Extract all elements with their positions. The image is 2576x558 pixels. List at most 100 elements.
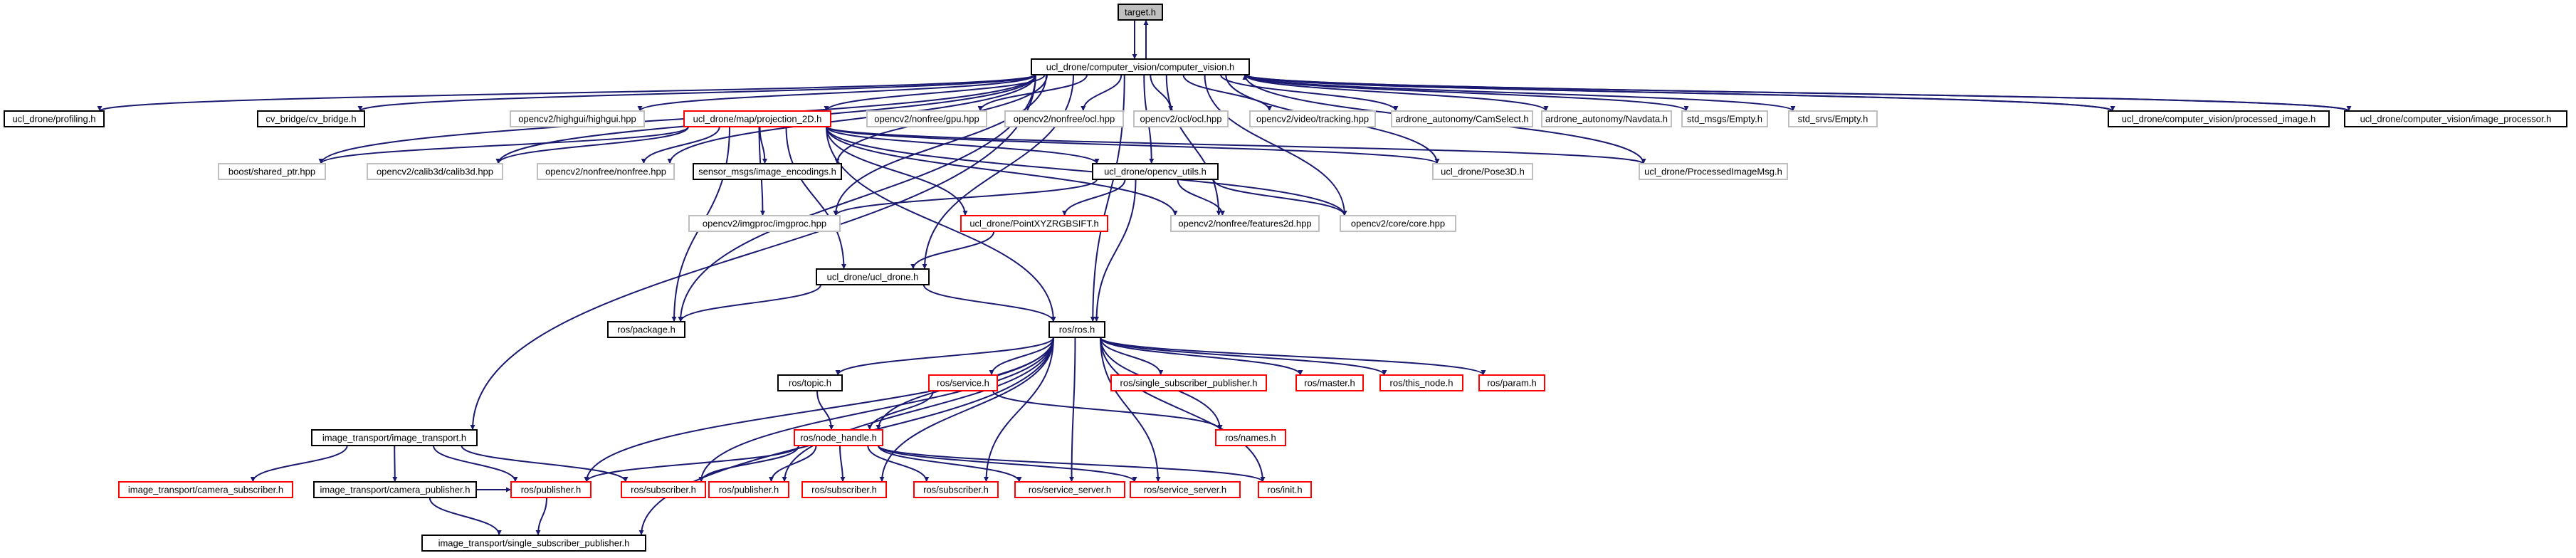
node-pub_a-label: ros/publisher.h	[521, 485, 582, 495]
node-camselect-box	[1391, 110, 1533, 127]
node-service[interactable]: ros/service.h	[928, 374, 998, 391]
node-nodehandle-box	[794, 429, 883, 446]
node-nodehandle[interactable]: ros/node_handle.h	[794, 429, 883, 446]
node-pub_b-label: ros/publisher.h	[719, 485, 779, 495]
node-camselect[interactable]: ardrone_autonomy/CamSelect.h	[1391, 110, 1533, 127]
node-param[interactable]: ros/param.h	[1478, 374, 1545, 391]
node-ocl[interactable]: opencv2/ocl/ocl.hpp	[1133, 110, 1229, 127]
edge-ros-to-srvserver_b	[1100, 337, 1161, 483]
node-sub_c[interactable]: ros/subscriber.h	[913, 481, 999, 498]
node-imgproc-box	[688, 215, 841, 232]
node-improc[interactable]: ucl_drone/computer_vision/image_processo…	[2344, 110, 2567, 127]
node-calib3d[interactable]: opencv2/calib3d/calib3d.hpp	[367, 163, 503, 180]
node-topic[interactable]: ros/topic.h	[777, 374, 843, 391]
node-srvserver_b-box	[1130, 481, 1241, 498]
node-master-label: ros/master.h	[1304, 378, 1355, 389]
edge-ocvutils-to-core	[1213, 179, 1347, 216]
node-proj2d[interactable]: ucl_drone/map/projection_2D.h	[683, 110, 831, 127]
node-empty_srv[interactable]: std_srvs/Empty.h	[1788, 110, 1878, 127]
node-procmsg[interactable]: ucl_drone/ProcessedImageMsg.h	[1639, 163, 1788, 180]
edge-it-to-sub_a	[461, 445, 629, 483]
node-pub_b[interactable]: ros/publisher.h	[708, 481, 789, 498]
node-ros[interactable]: ros/ros.h	[1048, 321, 1105, 338]
node-thisnode[interactable]: ros/this_node.h	[1379, 374, 1463, 391]
edge-ros-to-pub_a	[584, 337, 1054, 483]
node-srvserver_b[interactable]: ros/service_server.h	[1130, 481, 1241, 498]
node-sub_b-label: ros/subscriber.h	[811, 485, 877, 495]
edge-nodehandle-to-srvserver_b	[878, 445, 1137, 483]
node-procimg[interactable]: ucl_drone/computer_vision/processed_imag…	[2108, 110, 2330, 127]
node-cv-box	[1031, 58, 1250, 75]
node-sub_a-label: ros/subscriber.h	[631, 485, 696, 495]
node-pub_a-box	[510, 481, 592, 498]
node-it[interactable]: image_transport/image_transport.h	[311, 429, 478, 446]
node-cvbridge[interactable]: cv_bridge/cv_bridge.h	[257, 110, 365, 127]
edge-nodehandle-to-pub_a	[584, 445, 799, 483]
edge-cv-to-sharedptr	[318, 74, 1036, 164]
node-pointxyz[interactable]: ucl_drone/PointXYZRGBSIFT.h	[960, 215, 1108, 232]
edge-cv-to-navdata	[1244, 74, 1549, 112]
edge-proj2d-to-calib3d	[495, 126, 689, 164]
edge-pub_a-to-ssp_it	[535, 497, 547, 536]
node-sensorenc[interactable]: sensor_msgs/image_encodings.h	[693, 163, 842, 180]
edge-ros-to-topic	[835, 337, 1054, 376]
node-layer: target.h ucl_drone/computer_vision/comput…	[4, 4, 2567, 552]
node-master[interactable]: ros/master.h	[1295, 374, 1364, 391]
node-service-box	[928, 374, 998, 391]
node-imgproc-label: opencv2/imgproc/imgproc.hpp	[703, 219, 826, 229]
node-nonfreeocl[interactable]: opencv2/nonfree/ocl.hpp	[1004, 110, 1124, 127]
node-pose3d[interactable]: ucl_drone/Pose3D.h	[1432, 163, 1533, 180]
edge-cv-to-core	[1204, 74, 1347, 216]
node-highgui[interactable]: opencv2/highgui/highgui.hpp	[510, 110, 645, 127]
node-sub_a[interactable]: ros/subscriber.h	[621, 481, 706, 498]
node-features2d-box	[1170, 215, 1320, 232]
edge-it-to-pub_a	[433, 445, 518, 483]
edge-cv-to-nonfreeocl	[1081, 74, 1123, 112]
node-camsub[interactable]: image_transport/camera_subscriber.h	[118, 481, 293, 498]
node-srvserver_b-label: ros/service_server.h	[1144, 485, 1226, 495]
node-ucldrone[interactable]: ucl_drone/ucl_drone.h	[816, 268, 930, 285]
node-ssp_it[interactable]: image_transport/single_subscriber_publis…	[421, 535, 646, 552]
edge-cv-to-proj2d	[824, 74, 1046, 112]
edge-cv-to-empty_srv	[1244, 74, 1796, 112]
edge-proj2d-to-ucldrone	[785, 126, 846, 270]
node-target[interactable]: target.h	[1118, 4, 1163, 21]
node-imgproc[interactable]: opencv2/imgproc/imgproc.hpp	[688, 215, 841, 232]
node-ssp_ros[interactable]: ros/single_subscriber_publisher.h	[1110, 374, 1267, 391]
edge-cv-to-highgui	[637, 74, 1036, 112]
node-features2d[interactable]: opencv2/nonfree/features2d.hpp	[1170, 215, 1320, 232]
node-ssp_ros-label: ros/single_subscriber_publisher.h	[1120, 378, 1258, 389]
node-campub-box	[313, 481, 477, 498]
node-nonfree[interactable]: opencv2/nonfree/nonfree.hpp	[537, 163, 675, 180]
node-campub-label: image_transport/camera_publisher.h	[320, 485, 470, 495]
node-names[interactable]: ros/names.h	[1215, 429, 1286, 446]
node-campub[interactable]: image_transport/camera_publisher.h	[313, 481, 477, 498]
node-names-label: ros/names.h	[1225, 433, 1276, 443]
node-navdata[interactable]: ardrone_autonomy/Navdata.h	[1541, 110, 1672, 127]
node-srvserver_a-label: ros/service_server.h	[1029, 485, 1111, 495]
node-sub_b-box	[801, 481, 887, 498]
node-srvserver_a[interactable]: ros/service_server.h	[1014, 481, 1125, 498]
node-proj2d-box	[683, 110, 831, 127]
node-sensorenc-box	[693, 163, 842, 180]
node-empty_msg[interactable]: std_msgs/Empty.h	[1681, 110, 1768, 127]
node-empty_srv-label: std_srvs/Empty.h	[1798, 114, 1868, 125]
edge-service-to-names	[992, 390, 1223, 431]
edge-proj2d-to-ocvutils	[826, 126, 1100, 164]
node-cvbridge-box	[257, 110, 365, 127]
node-param-box	[1478, 374, 1545, 391]
node-service-label: ros/service.h	[937, 378, 989, 389]
node-tracking[interactable]: opencv2/video/tracking.hpp	[1249, 110, 1376, 127]
node-features2d-label: opencv2/nonfree/features2d.hpp	[1178, 219, 1311, 229]
node-init[interactable]: ros/init.h	[1258, 481, 1312, 498]
node-gpu[interactable]: opencv2/nonfree/gpu.hpp	[866, 110, 987, 127]
node-ocvutils[interactable]: ucl_drone/opencv_utils.h	[1092, 163, 1219, 180]
node-cv[interactable]: ucl_drone/computer_vision/computer_visio…	[1031, 58, 1250, 75]
node-sharedptr[interactable]: boost/shared_ptr.hpp	[218, 163, 326, 180]
node-package[interactable]: ros/package.h	[607, 321, 685, 338]
node-topic-box	[777, 374, 843, 391]
node-sub_b[interactable]: ros/subscriber.h	[801, 481, 887, 498]
node-pub_a[interactable]: ros/publisher.h	[510, 481, 592, 498]
node-profiling[interactable]: ucl_drone/profiling.h	[4, 110, 105, 127]
node-core[interactable]: opencv2/core/core.hpp	[1340, 215, 1456, 232]
